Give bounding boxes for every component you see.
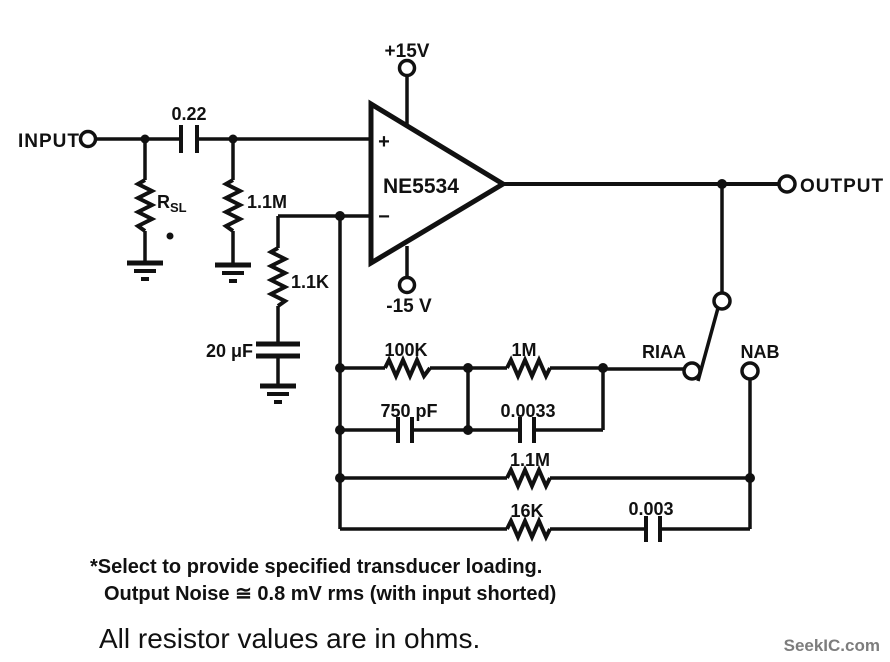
opamp-inverting-sign: − xyxy=(378,206,390,228)
v-minus-label: -15 V xyxy=(386,296,432,317)
riaa-contact-circle xyxy=(682,361,702,381)
resistor-zigzag-icon xyxy=(221,178,245,233)
input-bias-resistor: 1.1M xyxy=(215,139,287,283)
input-coupling-capacitor: 0.22 xyxy=(171,104,207,153)
output-terminal: OUTPUT xyxy=(777,174,884,197)
riaa-network: 100K 1M 750 pF 0.0033 xyxy=(335,340,684,443)
input-terminal-circle xyxy=(78,129,98,149)
resistor-zigzag-icon xyxy=(133,178,157,233)
output-label: OUTPUT xyxy=(800,176,884,197)
nab-contact: NAB xyxy=(740,342,780,529)
junction-dot xyxy=(335,425,345,435)
opamp-ne5534: NE5534 + − xyxy=(368,99,508,268)
rsl-subscript: SL xyxy=(170,200,187,215)
opamp-part-number: NE5534 xyxy=(383,175,459,198)
resistor-zigzag-icon xyxy=(383,355,432,381)
nab-resistor-2-value: 16K xyxy=(510,501,543,521)
capacitor-plates-icon xyxy=(644,516,662,542)
inverting-input-wire xyxy=(278,211,371,221)
output-terminal-circle xyxy=(777,174,797,194)
input-cap-value: 0.22 xyxy=(171,104,206,124)
resistor-zigzag-icon xyxy=(505,465,552,491)
positive-supply-terminal: +15V xyxy=(385,41,430,125)
input-bias-resistor-value: 1.1M xyxy=(247,192,287,212)
riaa-resistor-1-value: 100K xyxy=(384,340,427,360)
gain-set-resistor: 1.1K xyxy=(266,216,329,344)
resistor-zigzag-icon xyxy=(505,355,552,381)
resistor-zigzag-icon xyxy=(505,516,552,542)
gain-resistor-value: 1.1K xyxy=(291,272,329,292)
noise-note: Output Noise ≅ 0.8 mV rms (with input sh… xyxy=(104,583,556,605)
capacitor-plates-icon xyxy=(179,125,199,153)
eq-selector-switch xyxy=(696,184,732,382)
output-wire xyxy=(503,179,779,189)
watermark: SeekIC.com xyxy=(784,636,880,655)
bypass-cap-value: 20 μF xyxy=(206,341,253,361)
junction-dot xyxy=(335,363,345,373)
notes: *Select to provide specified transducer … xyxy=(90,556,556,654)
v-plus-terminal-circle xyxy=(397,58,417,78)
ground-icon xyxy=(260,383,296,404)
resistor-zigzag-icon xyxy=(266,246,290,308)
v-plus-label: +15V xyxy=(385,41,430,62)
capacitor-plates-icon xyxy=(396,417,414,443)
input-label: INPUT xyxy=(18,131,80,152)
capacitor-plates-icon xyxy=(256,341,300,359)
riaa-label: RIAA xyxy=(642,342,686,362)
input-terminal: INPUT xyxy=(18,129,98,152)
rsl-label: RSL xyxy=(157,192,187,215)
select-note: *Select to provide specified transducer … xyxy=(90,556,542,578)
junction-dot xyxy=(463,425,473,435)
ground-icon xyxy=(127,260,163,281)
junction-dot xyxy=(463,363,473,373)
riaa-cap-2-value: 0.0033 xyxy=(500,401,555,421)
opamp-triangle-icon xyxy=(368,99,508,268)
switch-pole-circle xyxy=(712,291,732,311)
nab-network: 1.1M 16K 0.003 xyxy=(335,450,750,542)
junction-dot xyxy=(598,363,608,373)
source-load-resistor: RSL xyxy=(127,139,187,281)
nab-label: NAB xyxy=(741,342,780,362)
riaa-resistor-2-value: 1M xyxy=(511,340,536,360)
riaa-contact: RIAA xyxy=(642,342,702,381)
junction-dot xyxy=(335,473,345,483)
values-note: All resistor values are in ohms. xyxy=(99,623,480,654)
asterisk-dot xyxy=(166,232,174,240)
bypass-capacitor: 20 μF xyxy=(206,341,300,404)
nab-resistor-1-value: 1.1M xyxy=(510,450,550,470)
opamp-noninverting-sign: + xyxy=(378,131,390,153)
negative-supply-terminal: -15 V xyxy=(386,246,432,317)
nab-cap-value: 0.003 xyxy=(628,499,673,519)
nab-contact-circle xyxy=(740,361,760,381)
rsl-name: R xyxy=(157,192,170,212)
ground-icon xyxy=(215,262,251,283)
riaa-cap-1-value: 750 pF xyxy=(380,401,437,421)
capacitor-plates-icon xyxy=(518,417,536,443)
v-minus-terminal-circle xyxy=(397,275,417,295)
